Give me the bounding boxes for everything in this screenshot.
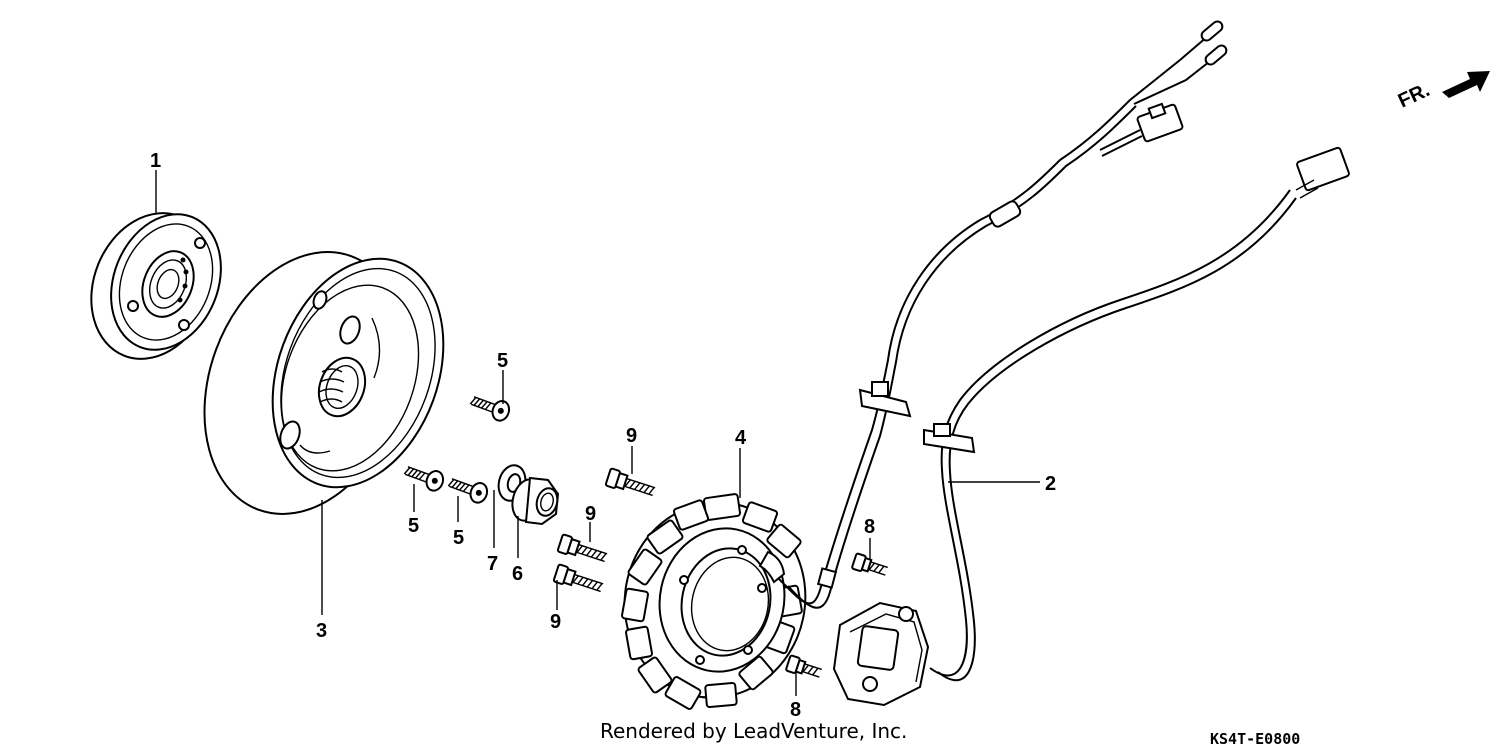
callout-8-upper: 8	[864, 516, 875, 538]
callout-2: 2	[1045, 473, 1056, 495]
callout-labels: 1 2 3 4 5 5 5 6 7 8 8 9 9 9 9	[150, 150, 1056, 721]
callout-9-middle: 9	[585, 503, 596, 525]
front-arrow-icon	[1442, 71, 1490, 98]
direction-label: FR.	[1395, 79, 1433, 113]
front-direction-indicator: FR.	[1395, 71, 1490, 113]
one-way-clutch-part[interactable]	[70, 195, 240, 378]
bolt-part-right[interactable]	[446, 473, 489, 505]
callout-1: 1	[150, 150, 161, 172]
wiring-harness-part[interactable]	[777, 19, 1350, 707]
callout-5-right: 5	[453, 527, 464, 549]
callout-6: 6	[512, 563, 523, 585]
callout-5-left: 5	[408, 515, 419, 537]
bolt-part-upper[interactable]	[468, 391, 511, 423]
flange-bolt-long-part-1[interactable]	[604, 467, 656, 500]
flywheel-part[interactable]	[170, 224, 474, 543]
callout-3: 3	[316, 620, 327, 642]
callout-7: 7	[487, 553, 498, 575]
diagram-code: KS4T-E0800	[1210, 730, 1300, 748]
flange-bolt-short-part-2[interactable]	[785, 654, 823, 681]
callout-9-top: 9	[626, 425, 637, 447]
flange-bolt-long-part-3[interactable]	[552, 563, 604, 596]
bolt-part-left[interactable]	[402, 461, 445, 493]
callout-5-upper: 5	[497, 350, 508, 372]
flange-bolt-short-part-1[interactable]	[851, 552, 889, 579]
callout-8-lower: 8	[790, 699, 801, 721]
callout-9-lower: 9	[550, 611, 561, 633]
leader-lines	[155, 170, 1040, 696]
flange-nut-part[interactable]	[508, 476, 560, 526]
render-credit: Rendered by LeadVenture, Inc.	[600, 719, 907, 743]
callout-4: 4	[735, 427, 747, 449]
stator-part[interactable]	[607, 485, 824, 714]
flange-bolt-long-part-2[interactable]	[556, 533, 608, 566]
